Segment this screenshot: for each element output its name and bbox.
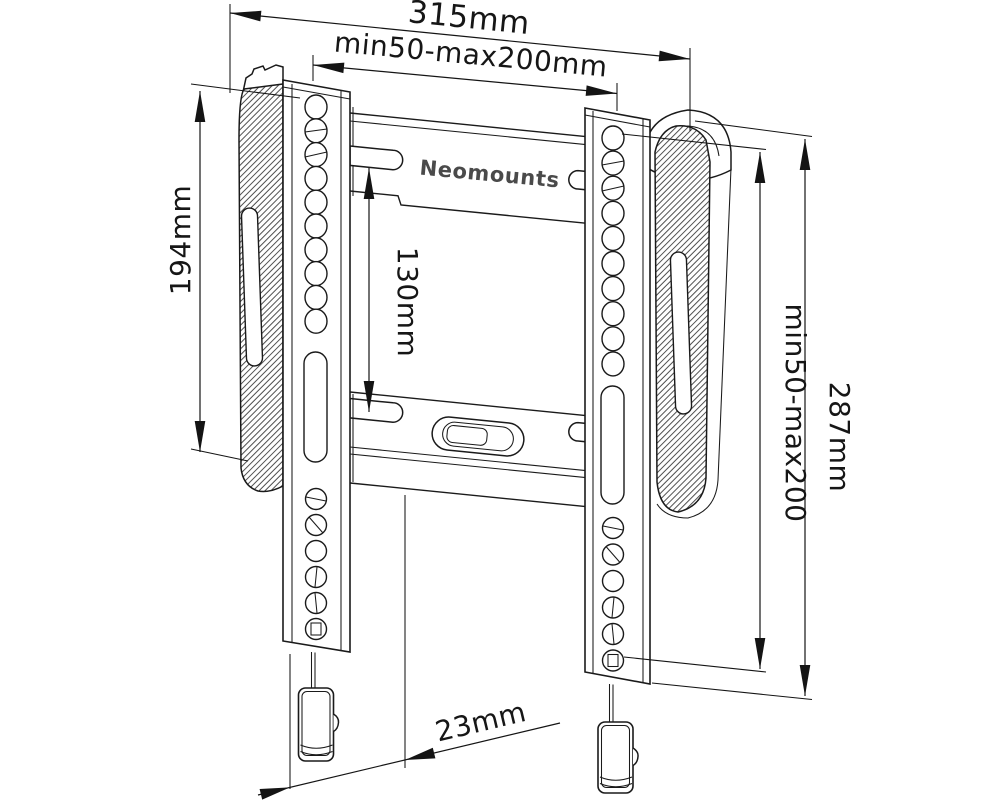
right-pull-strap: [597, 684, 639, 794]
dim-label-inner-height: 130mm: [391, 247, 424, 358]
latch-slider: [446, 425, 488, 446]
dim-label-depth: 23mm: [432, 695, 529, 748]
right-spacer-pad: [644, 109, 732, 519]
dim-line: [312, 62, 618, 96]
right-rail-top-fold: [584, 114, 651, 128]
right-strap-notch: [632, 747, 639, 767]
plate-top-fold: [349, 120, 588, 146]
dimension-overall-width: 315mm: [229, 0, 691, 131]
left-strap-tab-inner: [301, 690, 331, 757]
plate-upper-right-slot: [568, 169, 588, 191]
quick-release-latch: [431, 416, 525, 457]
neomounts-logo: Neomounts: [419, 156, 561, 193]
left-rail-holes: [304, 94, 328, 334]
right-vesa-rail: [584, 107, 651, 685]
plate-upper-left-slot: [349, 145, 404, 171]
left-strap-notch: [333, 713, 340, 733]
left-pull-strap: [297, 652, 340, 762]
ext-line: [623, 656, 767, 673]
plate-lower-fold-2: [349, 453, 588, 479]
plate-lower-fold-1: [349, 446, 588, 472]
latch-outer-slot: [431, 416, 525, 457]
left-strap-cord: [310, 652, 316, 689]
dimension-overall-height: 287mm: [651, 120, 856, 701]
left-spacer-pad: [238, 64, 284, 493]
plate-lower-left-slot: [349, 397, 404, 423]
left-vesa-rail: [282, 79, 351, 653]
dim-label-pad-height: 194mm: [164, 185, 197, 296]
plate-top-edge: [349, 112, 588, 138]
dimension-vesa-width: min50-max200mm: [312, 25, 618, 111]
left-pad-slot: [240, 207, 264, 367]
left-rail-slot: [303, 351, 328, 463]
right-strap-tab: [597, 721, 634, 794]
dimension-inner-height: 130mm: [363, 168, 424, 412]
ext-line: [621, 133, 767, 151]
latch-middle-slot: [442, 421, 514, 452]
plate-lower-band-top: [349, 391, 588, 417]
dim-label-vesa-height: min50-max200: [779, 304, 812, 523]
right-strap-cord: [608, 684, 614, 723]
left-pad-body: [238, 83, 284, 493]
arrowhead-icon: [259, 787, 290, 800]
plate-upper-band-bottom: [349, 190, 588, 224]
right-pad-side-edge: [656, 167, 732, 519]
plate-bottom-edge: [349, 482, 588, 508]
arrowhead-icon: [405, 747, 436, 760]
right-pad-slot: [669, 251, 693, 415]
left-strap-bottom-curves: [300, 744, 333, 756]
right-rail-screw-holes: [601, 516, 625, 672]
right-strap-bottom-curves: [599, 776, 633, 788]
ext-line: [190, 83, 301, 99]
dimension-pad-height: 194mm: [164, 83, 301, 462]
ext-line: [651, 682, 813, 701]
dim-line: [229, 10, 691, 62]
dim-label-overall-height: 287mm: [823, 382, 856, 493]
plate-lower-right-slot: [568, 421, 588, 443]
right-strap-tab-inner: [600, 724, 631, 789]
right-rail-slot: [600, 385, 625, 505]
left-strap-tab: [297, 687, 335, 762]
wall-plate: Neomounts: [343, 107, 588, 508]
ext-line: [694, 120, 813, 138]
left-rail-screw-holes: [304, 487, 328, 641]
right-rail-holes: [601, 125, 625, 377]
